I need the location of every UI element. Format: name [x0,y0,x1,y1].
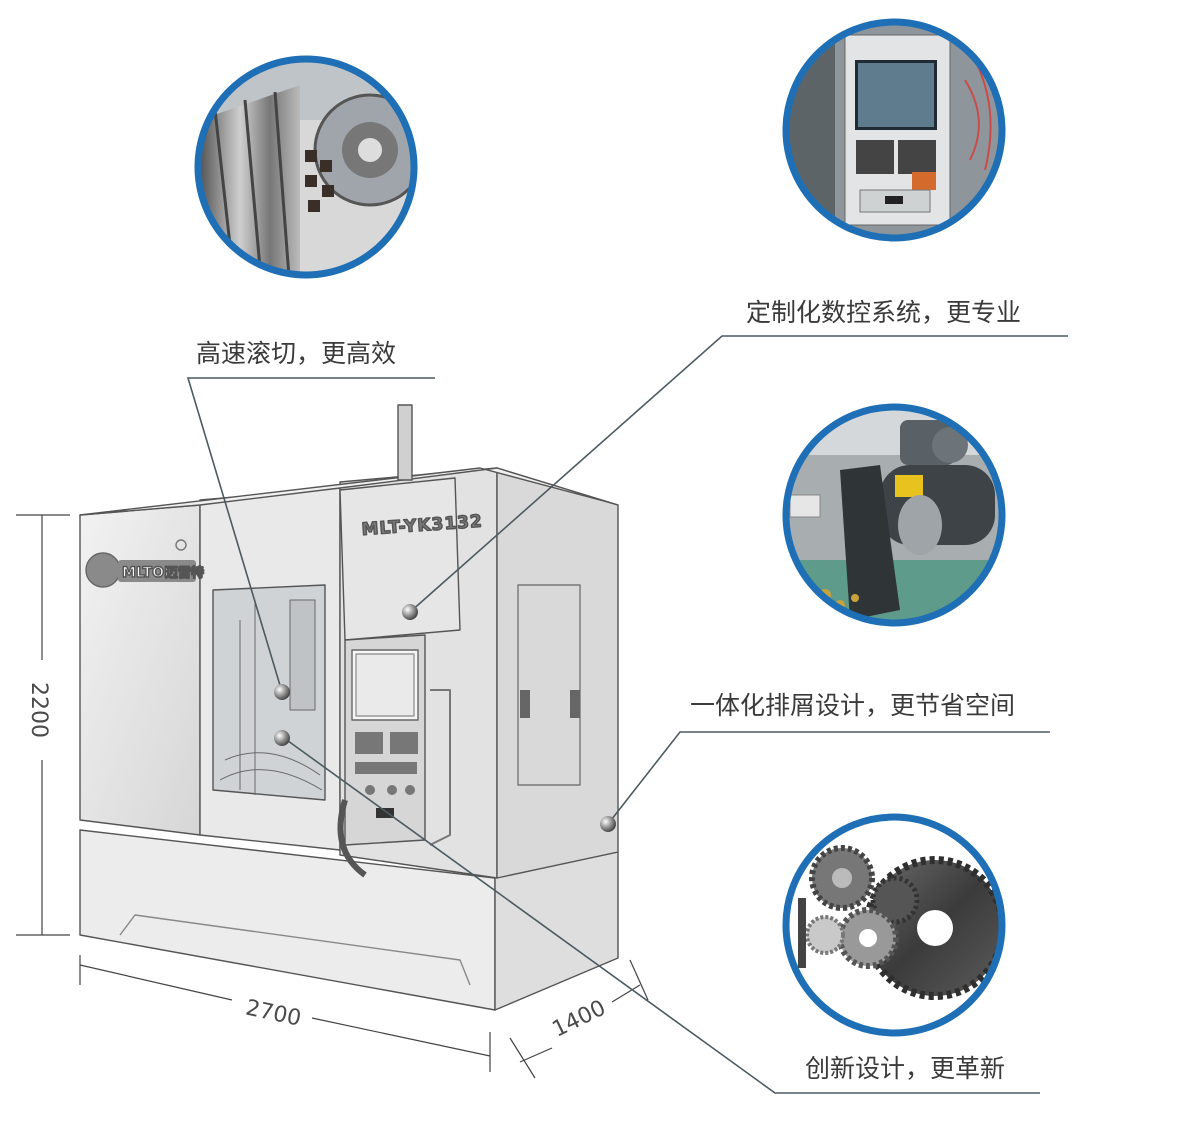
callout-dot-chip[interactable] [600,816,616,832]
machine-body-side [496,467,619,879]
detail-photo-chip [782,403,1006,627]
callout-dot-hobbing[interactable] [274,684,290,700]
detail-photo-innovation [782,813,1006,1037]
leader-line-chip [607,731,1050,825]
photo-ring-cnc [782,18,1006,242]
dimension-height [16,514,70,936]
dimension-width-label: 2700 [243,996,303,1032]
callout-dot-cnc[interactable] [402,604,418,620]
machine-base-side [494,851,619,1011]
brand-logo: MLTOR 迈雷特 [85,539,205,588]
detail-photo-cnc [782,18,1006,242]
detail-photo-hobbing [194,55,418,279]
photo-ring-chip [782,403,1006,627]
callout-label-innovation: 创新设计，更革新 [805,1054,1005,1083]
leader-line-innovation [283,737,1040,1094]
dimension-depth [509,959,649,1079]
callout-dot-innovation[interactable] [274,730,290,746]
photo-ring-innovation [782,813,1006,1037]
dimension-height-label: 2200 [26,682,51,738]
svg-text:MLTOR: MLTOR [122,565,175,581]
machine-illustration: MLT-YK3132 MLTOR 迈雷特 [79,404,619,1011]
leader-line-hobbing [186,377,435,693]
dimension-width [79,955,491,1072]
dimension-depth-label: 1400 [549,996,610,1043]
svg-text:迈雷特: 迈雷特 [165,565,204,581]
photo-ring-hobbing [194,55,418,279]
callout-label-hobbing: 高速滚切，更高效 [196,339,396,368]
callout-label-chip: 一体化排屑设计，更节省空间 [690,691,1015,720]
leader-line-cnc [409,335,1068,613]
callout-label-cnc: 定制化数控系统，更专业 [746,298,1021,327]
